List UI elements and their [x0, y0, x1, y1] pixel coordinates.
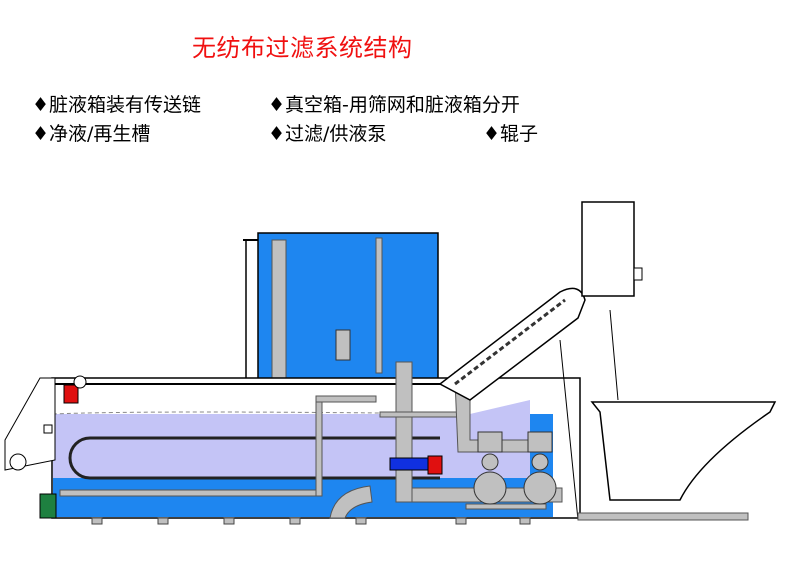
filtration-system-diagram	[4, 201, 777, 525]
bullet-dirty-tank-conveyor: ♦脏液箱装有传送链	[32, 94, 202, 116]
vacuum-box	[243, 232, 439, 402]
filter-supply-pumps	[473, 431, 557, 505]
bullet-vacuum-box: ♦真空箱-用筛网和脏液箱分开	[268, 94, 520, 116]
flow-meter	[389, 457, 431, 471]
bullet-roller: ♦辊子	[483, 123, 539, 145]
roller-drive	[4, 377, 57, 519]
inclined-conveyor	[438, 287, 619, 521]
bullet-pump: ♦过滤/供液泵	[268, 123, 387, 145]
valve-icon	[63, 384, 79, 404]
waste-cart	[577, 401, 777, 521]
pump-motor-icon	[427, 455, 443, 475]
discharge-hopper	[581, 201, 643, 297]
pressure-gauge-icon	[73, 375, 87, 389]
bullet-clean-tank: ♦净液/再生槽	[32, 123, 151, 145]
slide-title: 无纺布过滤系统结构	[192, 34, 413, 62]
